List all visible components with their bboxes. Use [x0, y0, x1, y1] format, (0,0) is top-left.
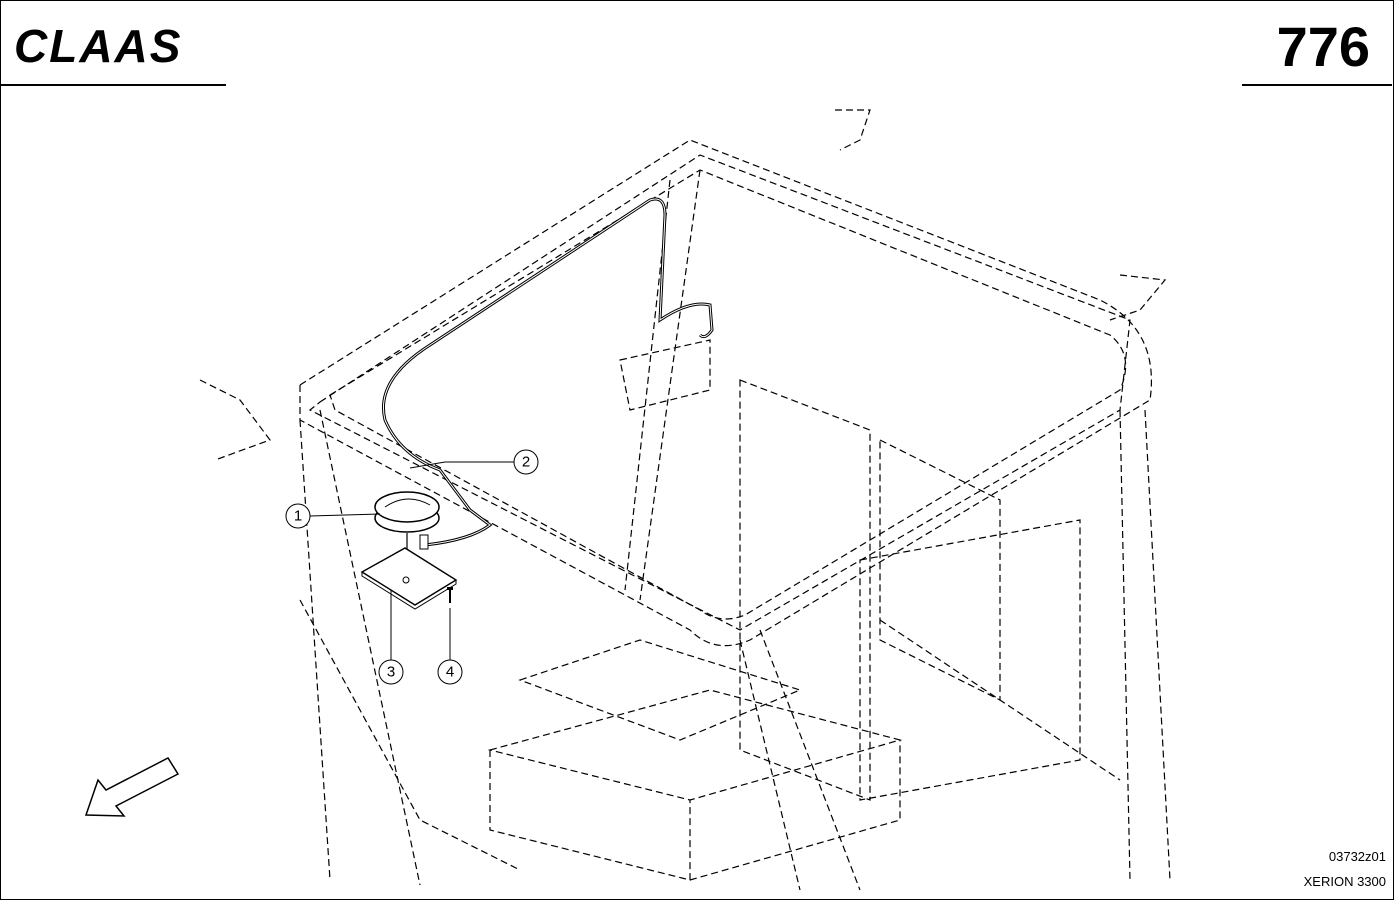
antenna-cable-core	[383, 198, 713, 546]
antenna-cable	[382, 197, 714, 547]
header-rule-left	[0, 84, 226, 86]
front-center-pillar	[739, 639, 801, 891]
back-panel	[739, 379, 871, 801]
lower-rail-left	[299, 599, 521, 871]
drawing-code: 03732z01	[1328, 849, 1386, 864]
seat-base-top	[487, 689, 903, 801]
roof-frame-mid	[308, 154, 1131, 631]
console-top	[518, 639, 802, 741]
side-panel	[879, 439, 1001, 701]
brand-logo-text: CLAAS	[14, 20, 182, 70]
mount-ear-rear	[835, 109, 871, 151]
claas-logo: CLAAS	[14, 20, 182, 70]
roof-bracket	[619, 339, 711, 411]
mount-ear-right	[1109, 274, 1167, 321]
roof-frame-inner	[329, 169, 1127, 620]
seat-base-side	[489, 750, 691, 881]
callout-1-label: 1	[294, 508, 302, 525]
callout-3-label: 3	[387, 664, 395, 681]
page-number: 776	[1276, 15, 1370, 78]
right-pillar-inner	[1144, 409, 1171, 881]
callout-4: 4	[437, 659, 463, 685]
front-left-pillar	[299, 419, 331, 881]
callout-4-label: 4	[446, 664, 454, 681]
arrow-down-left-icon	[84, 757, 180, 817]
leader-lines	[309, 461, 514, 660]
callout-2-label: 2	[522, 454, 530, 471]
front-center-pillar-inner	[759, 629, 861, 891]
callout-2: 2	[513, 449, 539, 475]
screw	[447, 587, 453, 603]
right-pillar	[1119, 409, 1131, 881]
rear-pillar	[639, 169, 701, 601]
lower-rail-right	[879, 619, 1121, 781]
callout-3: 3	[378, 659, 404, 685]
front-left-pillar-inner	[319, 409, 421, 886]
seat-base-front	[689, 740, 901, 881]
cab-frame	[199, 109, 1171, 891]
header-rule-right	[1242, 84, 1392, 86]
model-name: XERION 3300	[1303, 874, 1386, 889]
rear-window-frame	[859, 519, 1081, 801]
mounting-plate	[360, 547, 458, 610]
callout-1: 1	[285, 503, 311, 529]
mount-ear-left	[199, 379, 271, 461]
exploded-view-drawing: 1 2 3 4	[84, 109, 1171, 891]
